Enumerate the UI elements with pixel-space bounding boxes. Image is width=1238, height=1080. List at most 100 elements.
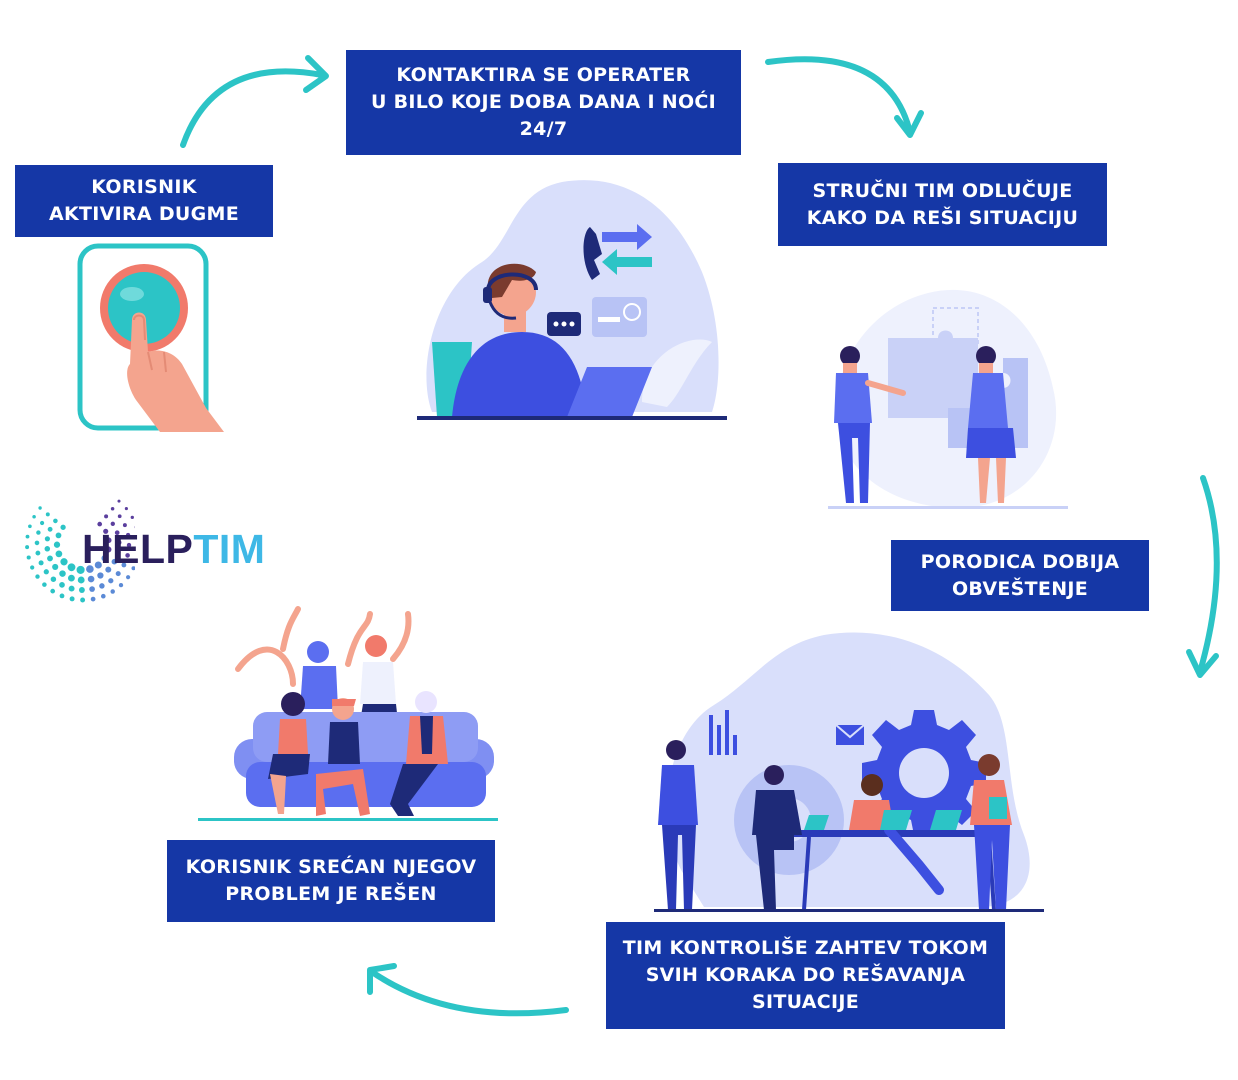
- logo-dot: [55, 550, 63, 558]
- logo-dot: [32, 514, 36, 519]
- logo-dot: [118, 582, 124, 588]
- step-6-line-2: PROBLEM JE REŠEN: [225, 883, 437, 905]
- arrow-step1-to-step2: [180, 68, 325, 148]
- helptim-logo-wordmark: HELP TIM: [82, 524, 265, 574]
- logo-dot: [105, 537, 112, 544]
- logo-dot: [42, 582, 47, 587]
- logo-dot: [114, 530, 120, 536]
- logo-dot: [116, 540, 122, 545]
- logo-dot: [55, 532, 62, 539]
- helptim-logo-mark: [25, 499, 135, 603]
- logo-dot: [53, 518, 58, 524]
- arrow-step2-to-step3: [765, 56, 913, 135]
- logo-dot: [44, 536, 50, 542]
- logo-dot: [124, 507, 128, 511]
- logo-dot: [89, 586, 95, 592]
- logo-dot: [117, 514, 122, 519]
- logo-dot: [115, 571, 121, 577]
- logo-dot: [110, 521, 115, 526]
- step-1-line-1: KORISNIK: [91, 176, 197, 198]
- logo-dot: [110, 589, 115, 594]
- logo-dot: [105, 566, 112, 573]
- step-5-box: TIM KONTROLIŠE ZAHTEV TOKOM SVIH KORAKA …: [606, 922, 1005, 1029]
- logo-dot: [25, 545, 30, 550]
- logo-dot: [126, 542, 132, 548]
- step-6-line-1: KORISNIK SREĆAN NJEGOV: [185, 856, 477, 878]
- logo-dot: [67, 563, 76, 572]
- logo-dot: [131, 566, 135, 571]
- arrow-step2-to-step3-head: [894, 110, 924, 138]
- logo-text-help: HELP: [82, 525, 194, 572]
- push-button-illustration: [77, 243, 224, 432]
- logo-dot: [50, 576, 57, 582]
- logo-dot: [59, 570, 66, 577]
- logo-dot: [59, 582, 65, 588]
- logo-dot: [125, 553, 130, 558]
- logo-dot: [103, 528, 109, 534]
- step-3-box: STRUČNI TIM ODLUČUJE KAKO DA REŠI SITUAC…: [778, 163, 1107, 246]
- step-5-line-3: SITUACIJE: [751, 991, 860, 1013]
- logo-dot: [126, 575, 131, 580]
- step-2-line-1: KONTAKTIRA SE OPERATER: [396, 64, 691, 86]
- step-3-line-1: STRUČNI TIM ODLUČUJE: [812, 179, 1073, 202]
- logo-dot: [40, 520, 45, 526]
- step-4-line-1: PORODICA DOBIJA: [920, 550, 1120, 573]
- logo-dot: [101, 593, 106, 599]
- logo-dot: [97, 521, 103, 527]
- logo-dot: [60, 524, 66, 530]
- logo-dot: [78, 587, 85, 593]
- logo-dot: [94, 561, 102, 569]
- logo-dot: [105, 546, 112, 553]
- logo-dot: [47, 555, 53, 562]
- logo-dot: [68, 574, 75, 582]
- logo-dot: [28, 524, 32, 529]
- logo-dot: [115, 549, 121, 556]
- logo-dot: [80, 597, 86, 603]
- logo-dot: [43, 569, 49, 575]
- logo-dot: [34, 540, 40, 546]
- logo-dot: [108, 578, 114, 584]
- logo-dot: [30, 565, 35, 570]
- logo-dot: [122, 523, 127, 528]
- step-3-line-2: KAKO DA REŠI SITUACIJU: [806, 206, 1079, 229]
- step-2-box: KONTAKTIRA SE OPERATER U BILO KOJE DOBA …: [346, 50, 741, 155]
- logo-dot: [77, 576, 85, 584]
- logo-dot: [117, 499, 121, 503]
- office-team-illustration: [654, 632, 1044, 912]
- logo-dot: [50, 588, 56, 594]
- step-6-box: KORISNIK SREĆAN NJEGOV PROBLEM JE REŠEN: [167, 840, 495, 922]
- logo-dot: [69, 596, 75, 602]
- arrow-step3-to-step4-head: [1186, 649, 1219, 678]
- logo-dot: [76, 565, 85, 574]
- logo-dot: [45, 512, 50, 517]
- logo-dot: [60, 558, 68, 566]
- logo-dot: [126, 532, 131, 537]
- logo-dot: [53, 541, 61, 548]
- logo-dot: [99, 583, 105, 589]
- step-4-line-2: OBVEŠTENJE: [951, 577, 1089, 600]
- step-1-box: KORISNIK AKTIVIRA DUGME: [15, 165, 273, 237]
- logo-dot: [35, 574, 40, 579]
- logo-dot: [104, 514, 109, 519]
- puzzle-team-illustration: [828, 289, 1068, 509]
- logo-dot: [38, 506, 42, 510]
- logo-dot: [97, 572, 104, 579]
- step-2-line-3: 24/7: [519, 118, 568, 140]
- logo-dot: [25, 534, 30, 539]
- logo-dot: [87, 575, 95, 583]
- arrow-step5-to-step6-head: [367, 963, 397, 995]
- logo-dot: [121, 562, 127, 568]
- happy-family-illustration: [198, 606, 498, 821]
- step-5-line-1: TIM KONTROLIŠE ZAHTEV TOKOM: [622, 937, 989, 959]
- step-5-line-2: SVIH KORAKA DO REŠAVANJA: [645, 964, 966, 986]
- operator-illustration: [417, 180, 727, 420]
- logo-dot: [26, 555, 31, 560]
- arrow-step3-to-step4: [1197, 475, 1220, 675]
- logo-dot: [111, 558, 118, 565]
- logo-text-tim: TIM: [193, 525, 266, 572]
- arrow-step1-to-step2-head: [303, 55, 329, 93]
- step-4-box: PORODICA DOBIJA OBVEŠTENJE: [891, 540, 1149, 611]
- logo-dot: [90, 596, 96, 602]
- step-2-line-2: U BILO KOJE DOBA DANA I NOĆI: [370, 91, 717, 113]
